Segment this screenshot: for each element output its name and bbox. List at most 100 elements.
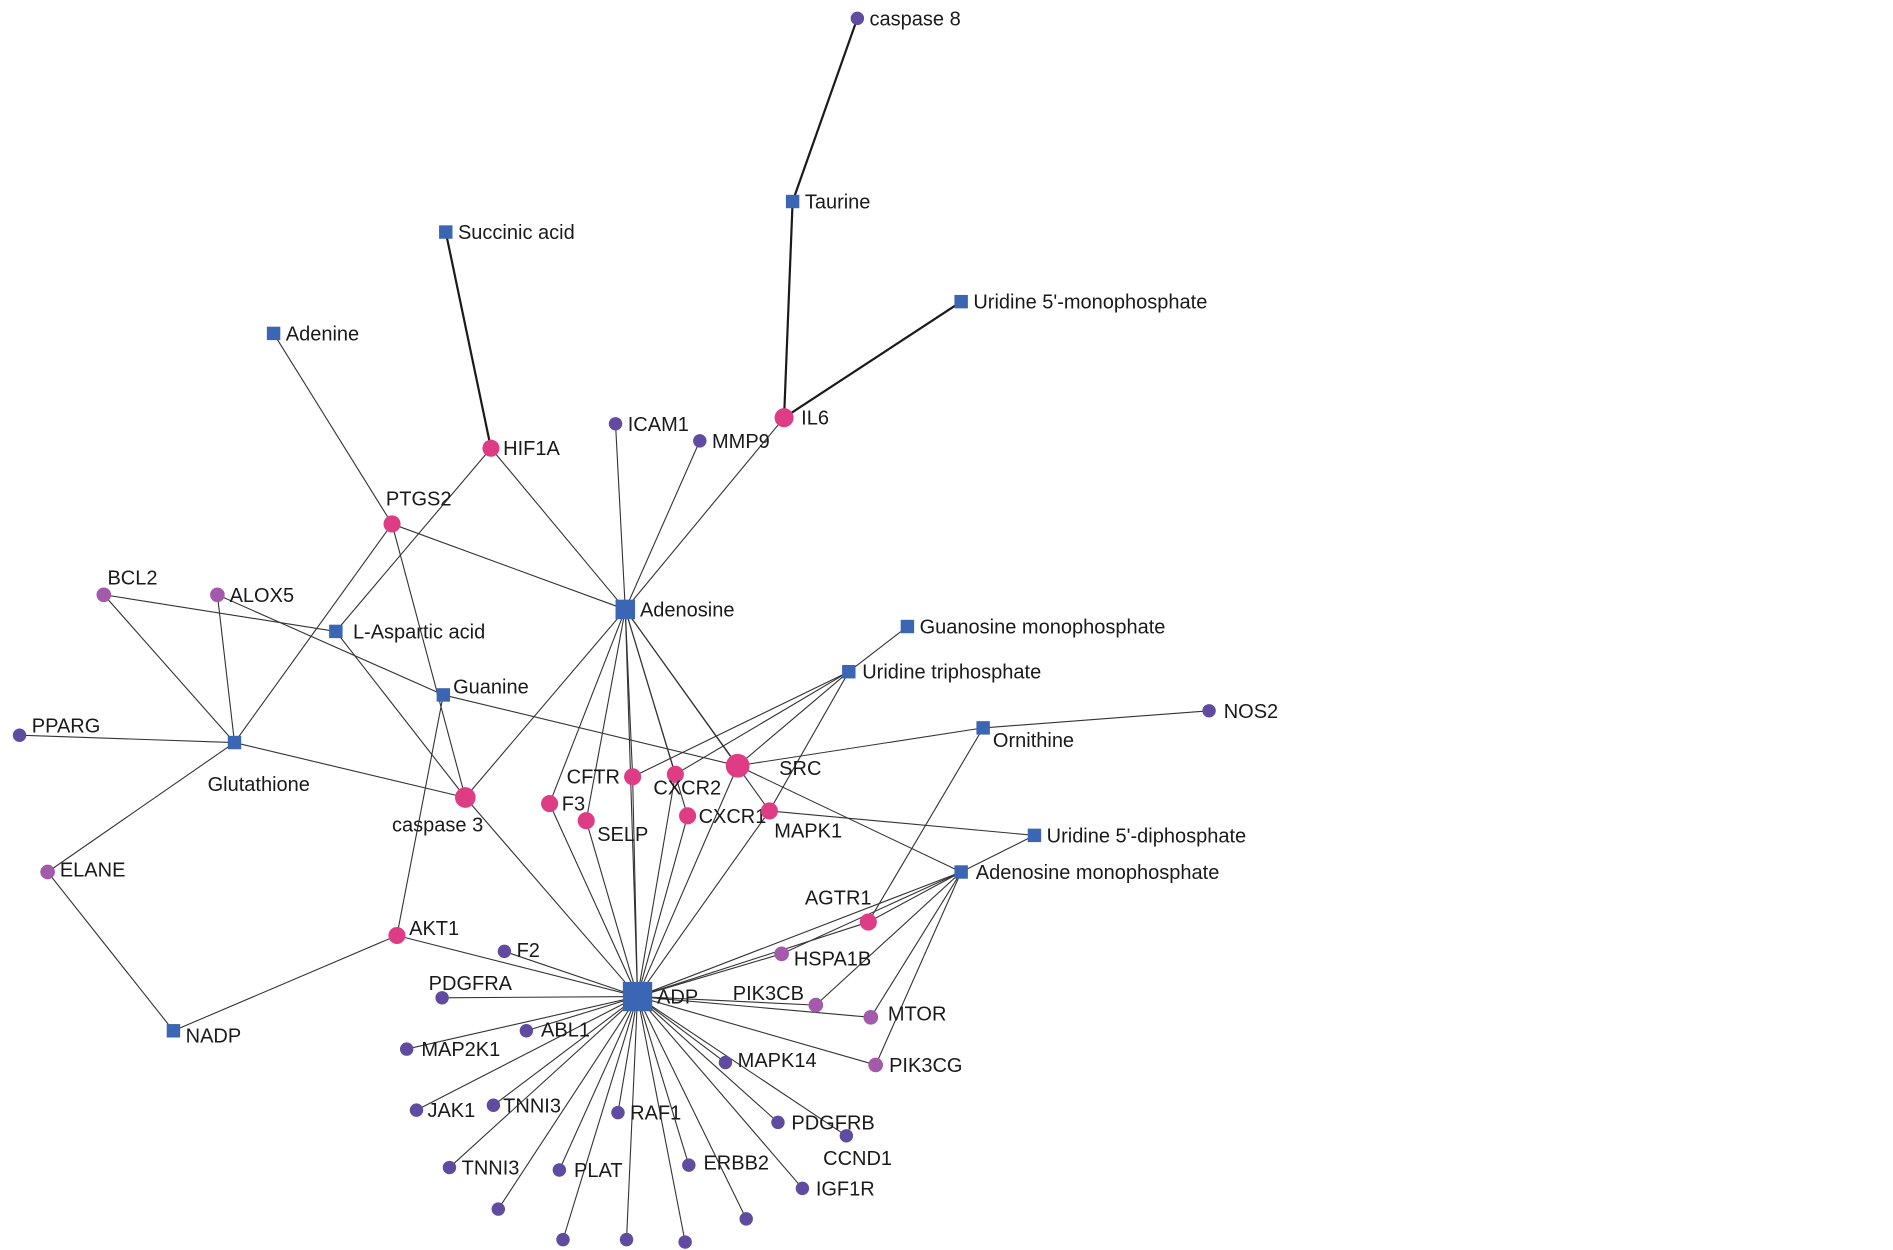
target-circle[interactable] — [454, 787, 476, 808]
node-pparg[interactable]: PPARG — [12, 715, 100, 742]
target-circle[interactable] — [556, 1232, 570, 1247]
target-circle[interactable] — [774, 408, 794, 428]
node-mapk1[interactable]: MAPK1 — [760, 802, 842, 842]
target-circle[interactable] — [40, 864, 55, 880]
metabolite-square[interactable] — [329, 624, 343, 639]
target-circle[interactable] — [435, 991, 449, 1005]
node-caspase8[interactable]: caspase 8 — [850, 8, 961, 30]
target-circle[interactable] — [519, 1024, 534, 1038]
node-tnni3b[interactable]: TNNI3 — [442, 1158, 520, 1180]
node-aspartic[interactable]: L-Aspartic acid — [329, 621, 485, 643]
target-circle[interactable] — [725, 753, 750, 778]
node-pdgfra[interactable]: PDGFRA — [429, 973, 513, 1005]
target-circle[interactable] — [859, 913, 877, 931]
metabolite-square[interactable] — [622, 981, 653, 1012]
node-ccnd1[interactable]: CCND1 — [823, 1129, 892, 1170]
node-jak1[interactable]: JAK1 — [409, 1100, 476, 1122]
node-succinic[interactable]: Succinic acid — [439, 222, 575, 244]
node-cxcr1[interactable]: CXCR1 — [679, 806, 766, 828]
target-circle[interactable] — [795, 1181, 810, 1196]
node-igf1r[interactable]: IGF1R — [795, 1178, 875, 1200]
node-adenosine[interactable]: Adenosine — [615, 599, 735, 621]
metabolite-square[interactable] — [785, 194, 800, 209]
target-circle[interactable] — [839, 1129, 854, 1143]
target-circle[interactable] — [619, 1232, 634, 1247]
node-gmp[interactable]: Guanosine monophosphate — [900, 617, 1166, 639]
node-f2[interactable]: F2 — [497, 940, 540, 962]
node-ptgs2[interactable]: PTGS2 — [383, 488, 452, 533]
target-circle[interactable] — [409, 1103, 424, 1117]
metabolite-square[interactable] — [439, 225, 453, 239]
target-circle[interactable] — [552, 1163, 567, 1177]
target-circle[interactable] — [863, 1010, 879, 1025]
node-plat[interactable]: PLAT — [552, 1160, 623, 1182]
metabolite-square[interactable] — [954, 865, 968, 879]
target-circle[interactable] — [497, 944, 512, 959]
metabolite-square[interactable] — [166, 1024, 181, 1038]
target-circle[interactable] — [679, 807, 697, 825]
node-u5[interactable] — [678, 1235, 692, 1249]
target-circle[interactable] — [760, 802, 778, 820]
target-circle[interactable] — [442, 1160, 457, 1175]
node-raf1[interactable]: RAF1 — [611, 1103, 681, 1125]
target-circle[interactable] — [868, 1057, 883, 1073]
target-circle[interactable] — [850, 11, 865, 26]
target-circle[interactable] — [210, 587, 225, 603]
metabolite-square[interactable] — [266, 326, 281, 341]
node-glutathione[interactable]: Glutathione — [208, 735, 310, 796]
node-caspase3[interactable]: caspase 3 — [392, 787, 483, 836]
target-circle[interactable] — [399, 1042, 414, 1056]
target-circle[interactable] — [383, 515, 401, 533]
target-circle[interactable] — [678, 1235, 692, 1249]
target-circle[interactable] — [1202, 704, 1216, 718]
node-u3[interactable] — [556, 1232, 570, 1247]
node-src[interactable]: SRC — [725, 753, 822, 780]
node-abl1[interactable]: ABL1 — [519, 1020, 590, 1042]
target-circle[interactable] — [739, 1212, 753, 1226]
node-elane[interactable]: ELANE — [40, 860, 125, 882]
node-pdgfrb[interactable]: PDGFRB — [771, 1112, 875, 1134]
metabolite-square[interactable] — [615, 599, 636, 620]
node-cftr[interactable]: CFTR — [567, 767, 642, 789]
node-selp[interactable]: SELP — [577, 812, 649, 846]
node-ump[interactable]: Uridine 5'-monophosphate — [954, 292, 1207, 314]
target-circle[interactable] — [624, 768, 642, 786]
node-adenine[interactable]: Adenine — [266, 323, 359, 345]
node-ornithine[interactable]: Ornithine — [976, 721, 1074, 752]
node-alox5[interactable]: ALOX5 — [210, 585, 294, 607]
metabolite-square[interactable] — [227, 735, 242, 750]
metabolite-square[interactable] — [976, 721, 990, 735]
node-u2[interactable] — [739, 1212, 753, 1226]
node-taurine[interactable]: Taurine — [785, 192, 871, 214]
node-bcl2[interactable]: BCL2 — [96, 568, 158, 603]
node-cxcr2[interactable]: CXCR2 — [653, 765, 721, 800]
target-circle[interactable] — [491, 1202, 506, 1216]
target-circle[interactable] — [577, 812, 595, 830]
target-circle[interactable] — [693, 434, 707, 448]
node-mtor[interactable]: MTOR — [863, 1004, 946, 1026]
target-circle[interactable] — [608, 417, 623, 431]
node-udp[interactable]: Uridine 5'-diphosphate — [1027, 825, 1246, 847]
target-circle[interactable] — [774, 946, 789, 962]
node-hspa1b[interactable]: HSPA1B — [774, 946, 871, 971]
metabolite-square[interactable] — [436, 688, 451, 702]
target-circle[interactable] — [541, 795, 559, 813]
target-circle[interactable] — [96, 587, 112, 603]
node-utp[interactable]: Uridine triphosphate — [842, 662, 1041, 684]
node-erbb2[interactable]: ERBB2 — [682, 1153, 769, 1175]
node-nadp[interactable]: NADP — [166, 1024, 242, 1048]
node-u1[interactable] — [491, 1202, 506, 1216]
node-amp[interactable]: Adenosine monophosphate — [954, 862, 1219, 884]
node-akt1[interactable]: AKT1 — [388, 918, 459, 945]
target-circle[interactable] — [486, 1098, 501, 1112]
target-circle[interactable] — [682, 1158, 696, 1172]
node-f3[interactable]: F3 — [541, 794, 585, 816]
node-guanine[interactable]: Guanine — [436, 676, 529, 702]
node-u4[interactable] — [619, 1232, 634, 1247]
target-circle[interactable] — [482, 439, 500, 457]
target-circle[interactable] — [771, 1115, 785, 1130]
metabolite-square[interactable] — [900, 619, 915, 634]
node-nos2[interactable]: NOS2 — [1202, 701, 1278, 723]
target-circle[interactable] — [808, 997, 824, 1013]
node-agtr1[interactable]: AGTR1 — [805, 888, 877, 931]
